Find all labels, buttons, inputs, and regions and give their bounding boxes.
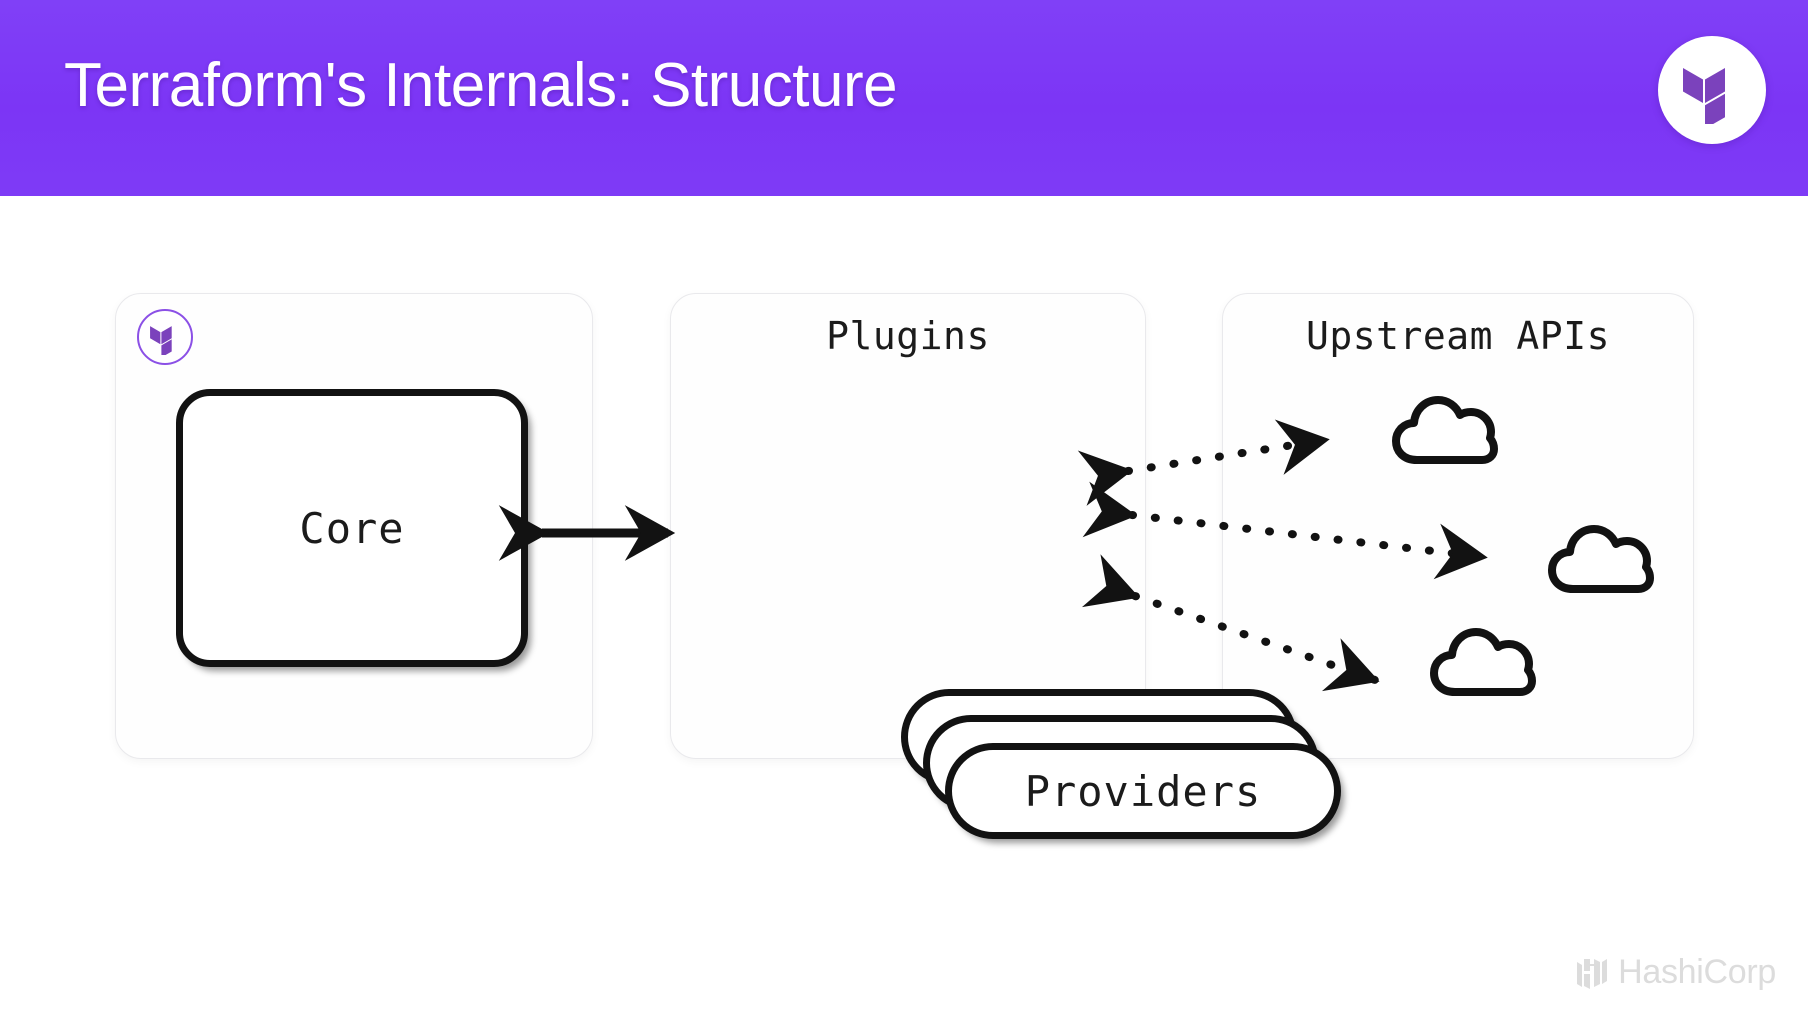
- panel-plugins: Plugins Providers: [670, 293, 1341, 839]
- hashicorp-logo-icon: [1577, 958, 1608, 989]
- core-node-label: Core: [299, 503, 405, 553]
- terraform-logo-badge: [1658, 36, 1766, 144]
- hashicorp-watermark-text: HashiCorp: [1618, 953, 1776, 991]
- cloud-icon-1: [1391, 390, 1499, 473]
- hashicorp-watermark: HashiCorp: [1575, 953, 1776, 992]
- cloud-icon-2: [1547, 519, 1655, 602]
- providers-node-label: Providers: [1024, 766, 1262, 816]
- terraform-logo-icon: [150, 325, 172, 355]
- cloud-icon-3: [1429, 622, 1537, 705]
- panel-upstream-apis-title: Upstream APIs: [1306, 314, 1610, 358]
- providers-node: Providers: [945, 743, 1341, 839]
- panel-core: Core: [115, 293, 593, 759]
- terraform-badge-icon: [137, 309, 193, 365]
- panel-plugins-title: Plugins: [826, 314, 990, 358]
- page-title: Terraform's Internals: Structure: [64, 51, 898, 120]
- terraform-logo-icon: [1683, 68, 1725, 124]
- header-banner: Terraform's Internals: Structure: [0, 0, 1808, 196]
- panel-upstream-apis: Upstream APIs: [1222, 293, 1694, 759]
- core-node: Core: [176, 389, 528, 667]
